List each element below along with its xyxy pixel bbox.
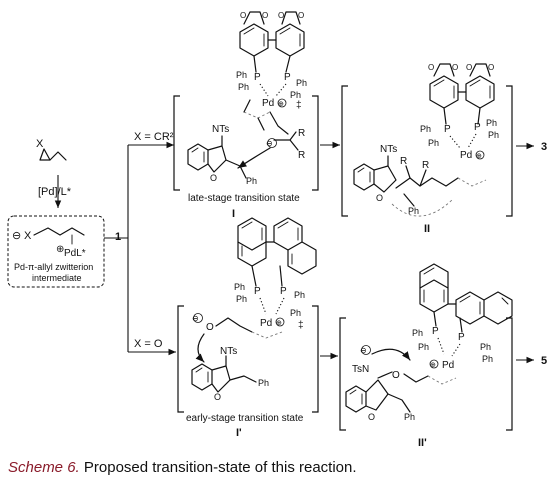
ii-ph-3: Ph	[486, 118, 497, 128]
ts-I-pd-charge: ⊕	[278, 101, 284, 108]
ts-I-carbanion-charge: ⊖	[266, 139, 273, 148]
substrate-x-label: X	[36, 138, 44, 150]
ts-Iprime-pd: Pd	[260, 318, 272, 329]
ii-dioxole-o1: O	[428, 63, 434, 72]
upper-condition-label: X = CR²	[134, 131, 174, 143]
ii-prime-p-left: P	[432, 326, 439, 337]
ii-bisbenzodioxole-ligand: O O O O	[428, 63, 495, 125]
zwitterion-caption-line2: intermediate	[32, 273, 82, 283]
ts-I-dioxole-o1: O	[240, 11, 246, 20]
ii-prime-pd: Pd	[442, 360, 454, 371]
ii-pd: Pd	[460, 150, 472, 161]
zwitterion-minus-charge: ⊖	[12, 230, 21, 242]
intermediate-II-prime: P P Ph Ph Ph Ph ⊕ Pd ⊖ TsN O O Ph II'	[339, 263, 513, 449]
ii-prime-ph-3: Ph	[480, 342, 491, 352]
ts-I-bisbenzodioxole-ligand: O O O O	[239, 11, 305, 73]
ts-Iprime-nts: NTs	[220, 346, 237, 357]
ii-prime-ph-4: Ph	[482, 354, 493, 364]
ii-ph-exo: Ph	[408, 206, 419, 216]
ts-I-ph-exo: Ph	[246, 176, 257, 186]
ts-Iprime-ph-1: Ph	[234, 282, 245, 292]
zwitterion-pd-label: PdL*	[64, 248, 86, 259]
ts-Iprime-alkoxide-o: O	[206, 322, 214, 333]
ii-prime-tsn: TsN	[352, 364, 369, 375]
ts-I-double-dagger: ‡	[296, 100, 302, 111]
ii-ph-1: Ph	[420, 124, 431, 134]
ii-ph-2: Ph	[428, 138, 439, 148]
ts-Iprime-label: early-stage transition state	[186, 413, 304, 424]
scheme-caption: Scheme 6. Proposed transition-state of t…	[8, 459, 357, 476]
ii-r-2: R	[422, 160, 429, 171]
ii-prime-ether-o: O	[392, 370, 400, 381]
compound-number-1: 1	[115, 231, 121, 243]
transition-state-I: O O O O P P Ph Ph Ph Ph Pd ⊕ ‡ ⊖ R R	[173, 11, 319, 220]
product-5: 5	[541, 355, 547, 367]
ii-dioxole-o3: O	[466, 63, 472, 72]
ts-I-dioxole-o2: O	[262, 11, 268, 20]
ts-I-ph-1: Ph	[236, 70, 247, 80]
ii-dioxole-o2: O	[452, 63, 458, 72]
ii-prime-p-right: P	[458, 332, 465, 343]
ii-prime-binaphthyl-ligand	[419, 263, 513, 333]
ii-dioxole-o4: O	[488, 63, 494, 72]
zwitterion-caption-line1: Pd-π-allyl zwitterion	[14, 262, 93, 272]
ii-p-right: P	[474, 122, 481, 133]
ii-ph-4: Ph	[488, 130, 499, 140]
ts-Iprime-p-right: P	[280, 286, 287, 297]
ii-prime-pd-charge: ⊕	[430, 362, 436, 369]
ts-Iprime-binaphthyl-ligand	[237, 217, 317, 287]
ts-I-r-1: R	[298, 128, 305, 139]
scheme-caption-lead: Scheme 6.	[8, 459, 80, 476]
ts-I-pd: Pd	[262, 98, 274, 109]
ts-I-ring-o: O	[210, 173, 217, 183]
ts-I-r-2: R	[298, 150, 305, 161]
ts-I-number: I	[232, 208, 235, 220]
ts-I-dioxole-o4: O	[298, 11, 304, 20]
ts-I-ph-3: Ph	[296, 78, 307, 88]
zwitterion-plus-charge: ⊕	[56, 244, 64, 255]
ts-Iprime-ring-o: O	[214, 392, 221, 402]
zwitterion-box: ⊖ X ⊕ PdL* Pd-π-allyl zwitterion interme…	[7, 215, 105, 288]
branch-connector: X = CR² X = O	[104, 131, 176, 356]
ii-prime-ph-2: Ph	[418, 342, 429, 352]
lower-condition-label: X = O	[134, 338, 163, 350]
ii-p-left: P	[444, 124, 451, 135]
ts-I-p-left: P	[254, 72, 261, 83]
ii-nts: NTs	[380, 144, 397, 155]
transition-state-I-prime: P P Ph Ph Ph Ph Pd ⊕ ‡ ⊖ O O NTs Ph earl…	[177, 217, 319, 439]
ii-prime-n-charge: ⊖	[360, 346, 367, 355]
ts-I-label: late-stage transition state	[188, 193, 300, 204]
intermediate-II: O O O O P P Ph Ph Ph Ph Pd ⊕ R R Ph O	[341, 63, 513, 235]
scheme-caption-text: Proposed transition-state of this reacti…	[79, 459, 357, 476]
ts-I-ph-2: Ph	[238, 82, 249, 92]
ii-prime-ph-exo: Ph	[404, 412, 415, 422]
reagent-label: [Pd]/L*	[38, 186, 72, 198]
ts-Iprime-alkoxide-charge: ⊖	[192, 314, 199, 323]
ii-ring-o: O	[376, 193, 383, 203]
arrow-substrate-to-zwitterion: [Pd]/L*	[38, 175, 72, 208]
ts-I-p-right: P	[284, 72, 291, 83]
product-3: 3	[541, 141, 547, 153]
ts-Iprime-double-dagger: ‡	[298, 320, 304, 331]
ts-I-ph-4: Ph	[290, 90, 301, 100]
ts-I-nts: NTs	[212, 124, 229, 135]
ii-number: II	[424, 223, 430, 235]
ii-prime-number: II'	[418, 437, 427, 449]
ts-I-dioxole-o3: O	[278, 11, 284, 20]
ii-pd-charge: ⊕	[476, 153, 482, 160]
ts-Iprime-p-left: P	[254, 286, 261, 297]
substrate-structure: X	[36, 138, 67, 161]
ts-Iprime-number: I'	[236, 427, 242, 439]
ii-r-1: R	[400, 156, 407, 167]
zwitterion-x-label: X	[24, 230, 32, 242]
ts-Iprime-ph-4: Ph	[290, 308, 301, 318]
ts-Iprime-pd-charge: ⊕	[276, 320, 282, 327]
ts-Iprime-ph-exo: Ph	[258, 378, 269, 388]
ts-Iprime-ph-2: Ph	[236, 294, 247, 304]
ts-Iprime-ph-3: Ph	[294, 290, 305, 300]
ii-prime-ph-1: Ph	[412, 328, 423, 338]
ii-prime-ring-o: O	[368, 412, 375, 422]
